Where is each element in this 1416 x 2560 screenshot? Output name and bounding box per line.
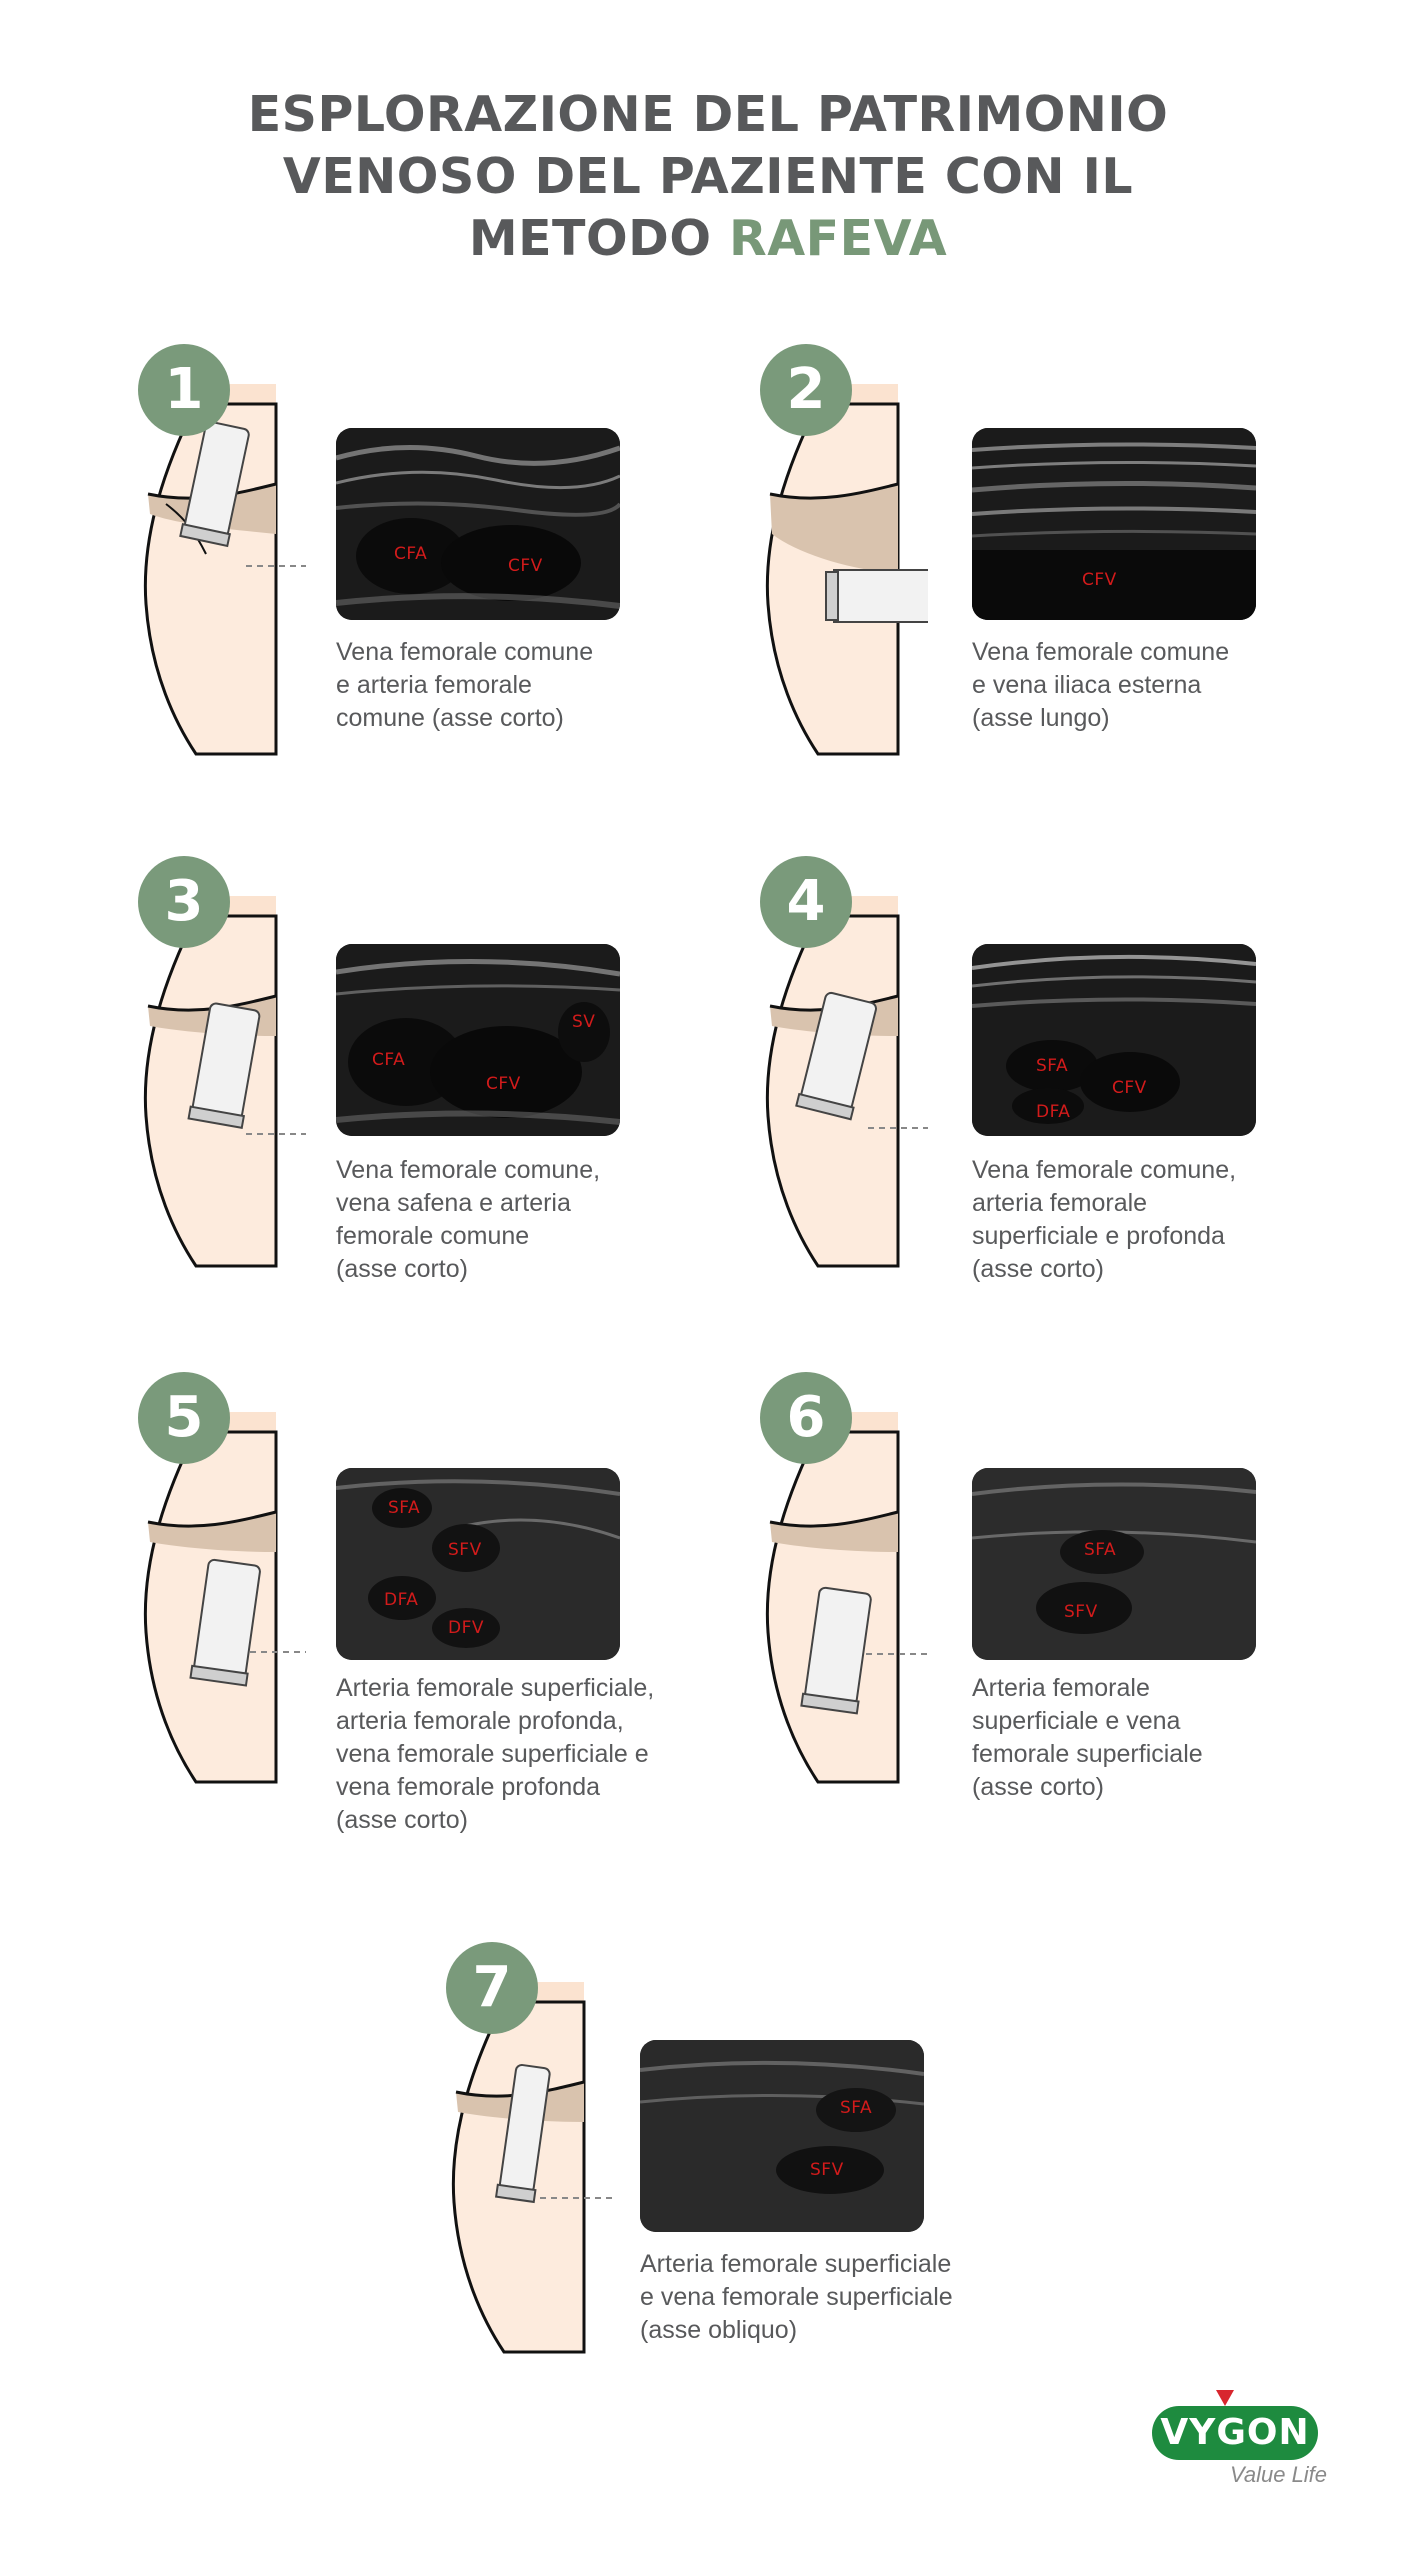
caption-line: vena safena e arteria [336, 1189, 571, 1217]
step-caption: Vena femorale comune e arteria femorale … [336, 636, 756, 735]
caption-line: femorale superficiale [972, 1740, 1203, 1768]
vessel-label-sfv: SFV [448, 1540, 482, 1560]
ultrasound-image: CFA CFV [336, 428, 620, 620]
page-title: ESPLORAZIONE DEL PATRIMONIO VENOSO DEL P… [0, 84, 1416, 270]
leg-probe-illustration [765, 1412, 928, 1784]
step-2: 2 CFV Vena femorale comune e vena iliaca… [758, 344, 1358, 784]
caption-line: arteria femorale profonda, [336, 1707, 624, 1735]
caption-line: e vena femorale superficiale [640, 2283, 953, 2311]
title-line-1: ESPLORAZIONE DEL PATRIMONIO [247, 86, 1169, 143]
step-number-badge: 6 [760, 1372, 852, 1464]
step-number-badge: 2 [760, 344, 852, 436]
step-caption: Vena femorale comune e vena iliaca ester… [972, 636, 1392, 735]
vessel-label-sfa: SFA [1084, 1540, 1117, 1560]
step-7: 7 SFA SFV Arteria femorale superficiale … [444, 1942, 1044, 2382]
caption-line: arteria femorale [972, 1189, 1148, 1217]
step-6: 6 SFA SFV Arteria femorale superficiale … [758, 1372, 1358, 1812]
vessel-label-sv: SV [572, 1012, 596, 1032]
caption-line: Vena femorale comune, [336, 1156, 601, 1184]
step-3: 3 CFA CFV SV Vena femorale comune, vena … [136, 856, 736, 1296]
step-number-badge: 1 [138, 344, 230, 436]
step-caption: Arteria femorale superficiale, arteria f… [336, 1672, 756, 1837]
vessel-label-cfa: CFA [372, 1050, 406, 1070]
step-caption: Vena femorale comune, arteria femorale s… [972, 1154, 1392, 1286]
caption-line: Vena femorale comune [972, 638, 1230, 666]
vessel-label-dfa: DFA [1036, 1102, 1071, 1122]
title-accent: RAFEVA [729, 210, 948, 267]
vessel-label-cfa: CFA [394, 544, 428, 564]
ultrasound-image: CFA CFV SV [336, 944, 620, 1136]
caption-line: (asse corto) [972, 1773, 1104, 1801]
caption-line: superficiale e vena [972, 1707, 1181, 1735]
ultrasound-image: SFA SFV DFA DFV [336, 1468, 620, 1660]
logo-triangle-icon [1216, 2390, 1234, 2406]
vessel-label-dfv: DFV [448, 1618, 484, 1638]
step-number-badge: 7 [446, 1942, 538, 2034]
caption-line: Arteria femorale superficiale [640, 2250, 952, 2278]
title-line-2: VENOSO DEL PAZIENTE CON IL [282, 148, 1134, 205]
title-line-3: METODO RAFEVA [0, 208, 1416, 270]
step-caption: Vena femorale comune, vena safena e arte… [336, 1154, 756, 1286]
vessel-label-sfa: SFA [840, 2098, 873, 2118]
vessel-label-cfv: CFV [1082, 570, 1117, 590]
logo-brand: VYGON [1152, 2406, 1318, 2460]
step-number-badge: 5 [138, 1372, 230, 1464]
ultrasound-image: SFA SFV [640, 2040, 924, 2232]
step-4: 4 SFA CFV DFA Vena femorale comune, arte… [758, 856, 1358, 1296]
vessel-label-cfv: CFV [508, 556, 543, 576]
caption-line: e arteria femorale [336, 671, 532, 699]
vessel-label-sfv: SFV [1064, 1602, 1098, 1622]
leg-probe-illustration [451, 1982, 614, 2354]
vessel-label-cfv: CFV [1112, 1078, 1147, 1098]
ultrasound-image: SFA CFV DFA [972, 944, 1256, 1136]
ultrasound-image: SFA SFV [972, 1468, 1256, 1660]
caption-line: superficiale e profonda [972, 1222, 1225, 1250]
leg-probe-illustration [765, 896, 928, 1268]
vessel-label-sfa: SFA [1036, 1056, 1069, 1076]
caption-line: Vena femorale comune [336, 638, 594, 666]
vessel-label-sfv: SFV [810, 2160, 844, 2180]
caption-line: (asse lungo) [972, 704, 1110, 732]
caption-line: Arteria femorale [972, 1674, 1150, 1702]
step-1: 1 CFA CFV Vena femorale comune e arteria… [136, 344, 736, 784]
step-5: 5 SFA SFV DFA DFV Arteria femorale super… [136, 1372, 736, 1834]
leg-probe-illustration [143, 384, 306, 756]
step-number-badge: 3 [138, 856, 230, 948]
vygon-logo: VYGON Value Life [1152, 2390, 1332, 2500]
step-caption: Arteria femorale superficiale e vena fem… [972, 1672, 1392, 1804]
caption-line: vena femorale superficiale e [336, 1740, 649, 1768]
caption-line: (asse corto) [972, 1255, 1104, 1283]
caption-line: comune (asse corto) [336, 704, 564, 732]
caption-line: (asse corto) [336, 1255, 468, 1283]
leg-probe-illustration [765, 384, 928, 756]
leg-probe-illustration [143, 1412, 306, 1784]
step-caption: Arteria femorale superficiale e vena fem… [640, 2248, 1060, 2347]
caption-line: (asse obliquo) [640, 2316, 798, 2344]
caption-line: Vena femorale comune, [972, 1156, 1237, 1184]
caption-line: vena femorale profonda [336, 1773, 601, 1801]
step-number-badge: 4 [760, 856, 852, 948]
title-prefix: METODO [468, 210, 730, 267]
vessel-label-dfa: DFA [384, 1590, 419, 1610]
vessel-label-cfv: CFV [486, 1074, 521, 1094]
leg-probe-illustration [143, 896, 306, 1268]
caption-line: Arteria femorale superficiale, [336, 1674, 655, 1702]
vessel-label-sfa: SFA [388, 1498, 421, 1518]
caption-line: (asse corto) [336, 1806, 468, 1834]
caption-line: e vena iliaca esterna [972, 671, 1202, 699]
ultrasound-image: CFV [972, 428, 1256, 620]
caption-line: femorale comune [336, 1222, 530, 1250]
logo-tagline: Value Life [1230, 2462, 1328, 2487]
